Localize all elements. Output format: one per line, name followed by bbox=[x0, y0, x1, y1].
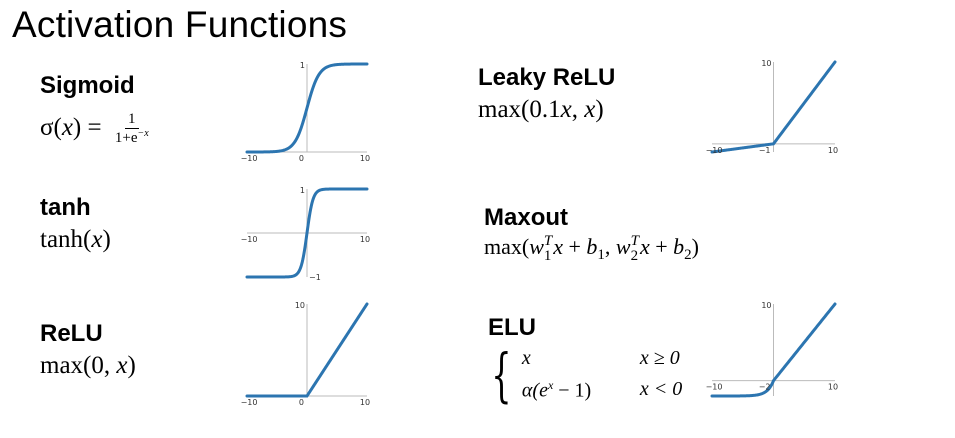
tanh-name: tanh bbox=[40, 194, 91, 221]
sigmoid-name: Sigmoid bbox=[40, 72, 135, 99]
leaky-relu-plot: −10 10 10 −1 bbox=[706, 59, 839, 155]
elu-formula: { x x ≥ 0 α(ex − 1) x < 0 bbox=[491, 341, 683, 409]
tick-label-origin: −2 bbox=[759, 383, 771, 392]
relu-name: ReLU bbox=[40, 320, 103, 347]
tick-label-x-min: −10 bbox=[241, 398, 258, 407]
tick-label-x-max: 10 bbox=[828, 383, 838, 392]
elu-plot: −10 10 10 −2 bbox=[706, 301, 838, 398]
tick-label-x-max: 10 bbox=[360, 398, 370, 407]
tick-label-y-bottom: −1 bbox=[309, 273, 321, 282]
leaky-relu-formula: max(0.1x, x) bbox=[478, 96, 604, 123]
series-line bbox=[245, 187, 369, 279]
relu-plot: −10 10 10 0 bbox=[241, 301, 371, 407]
tick-label-x-max: 10 bbox=[360, 235, 370, 244]
relu-formula: max(0, x) bbox=[40, 352, 136, 379]
tick-label-origin: −1 bbox=[759, 146, 771, 155]
series-line bbox=[710, 302, 837, 398]
tick-label-origin: 0 bbox=[299, 398, 304, 407]
series-line bbox=[245, 62, 369, 154]
series-line bbox=[710, 60, 837, 154]
tick-label-x-min: −10 bbox=[241, 235, 258, 244]
tick-label-x-min: −10 bbox=[706, 383, 723, 392]
tick-label-origin: 0 bbox=[299, 154, 304, 163]
tick-label-x-min: −10 bbox=[706, 146, 723, 155]
tanh-plot: −10 10 1 −1 bbox=[241, 186, 371, 282]
series-line bbox=[245, 302, 369, 398]
tick-label-y-top: 10 bbox=[761, 301, 771, 310]
tick-label-x-min: −10 bbox=[241, 154, 258, 163]
tick-label-y-top: 10 bbox=[295, 301, 305, 310]
page-title: Activation Functions bbox=[12, 4, 348, 45]
tick-label-x-max: 10 bbox=[828, 146, 838, 155]
tick-label-y-top: 1 bbox=[300, 61, 305, 70]
elu-name: ELU bbox=[488, 314, 536, 341]
tick-label-x-max: 10 bbox=[360, 154, 370, 163]
tanh-formula: tanh(x) bbox=[40, 226, 111, 253]
leaky-relu-name: Leaky ReLU bbox=[478, 64, 616, 91]
left-brace-icon: { bbox=[491, 341, 512, 409]
maxout-name: Maxout bbox=[484, 204, 568, 231]
tick-label-y-top: 1 bbox=[300, 186, 305, 195]
tick-label-y-top: 10 bbox=[761, 59, 771, 68]
